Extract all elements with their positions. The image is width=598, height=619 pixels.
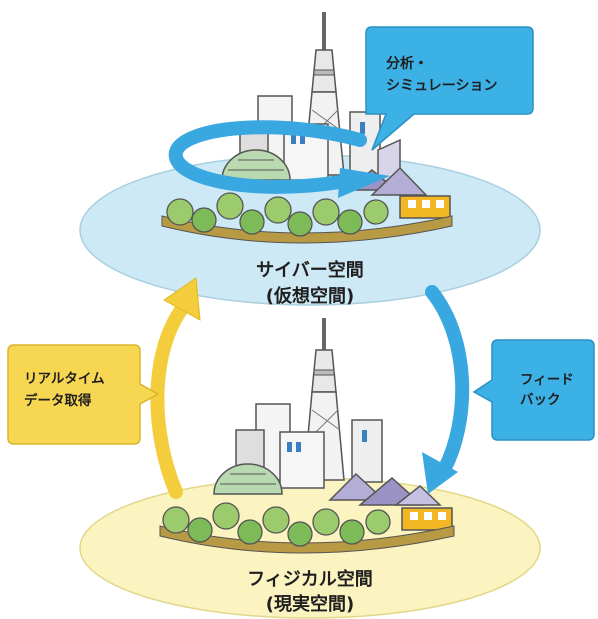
physical-space-subtitle: (現実空間) [266,593,354,615]
analysis-label-line1: 分析・ [386,55,428,72]
realtime-label-line2: データ取得 [24,392,92,409]
physical-space-title: フィジカル空間 [247,568,373,590]
cyber-space-subtitle: (仮想空間) [266,285,354,307]
analysis-callout: 分析・ シミュレーション [365,26,534,151]
realtime-label-line1: リアルタイム [24,371,105,387]
downward-feedback-arrow [422,285,470,494]
analysis-label-line2: シミュレーション [386,78,497,94]
upward-data-arrow [150,277,201,499]
cyber-space-title: サイバー空間 [256,259,364,281]
realtime-data-callout: リアルタイム データ取得 [7,344,160,445]
feedback-label-line2: バック [520,392,561,408]
cyber-city-illustration [161,12,453,244]
physical-city-illustration [159,318,455,554]
feedback-callout: フィード バック [472,339,595,441]
feedback-label-line1: フィード [520,372,574,388]
analysis-loop-arrow [168,120,390,198]
